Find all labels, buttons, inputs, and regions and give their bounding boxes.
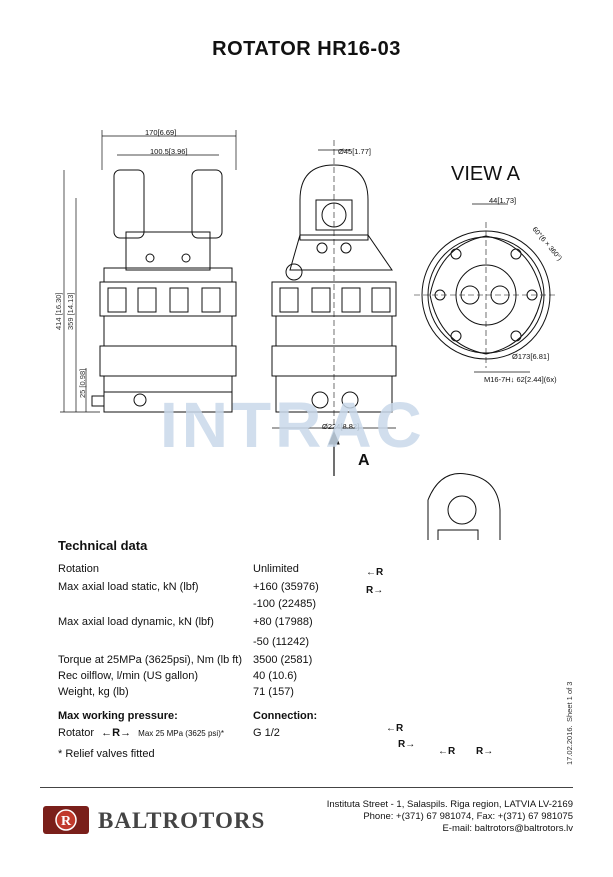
connection-value: G 1/2 [253, 727, 280, 739]
dim-height-total: 414 [16.30] [54, 292, 63, 330]
dim-thread: M16-7H↓ 62[2.44](6x) [484, 375, 557, 384]
svg-text:R: R [61, 814, 72, 829]
front-view [91, 169, 237, 413]
spec-value: +160 (35976) [253, 581, 319, 593]
spec-label: Rec oilflow, l/min (US gallon) [58, 670, 198, 682]
spec-value: -100 (22485) [253, 598, 316, 610]
iso-label-4: R→ [398, 739, 416, 750]
rotator-arrows: ←R→ [101, 727, 132, 739]
spec-value: +80 (17988) [253, 616, 313, 628]
connection-heading: Connection: [253, 710, 318, 722]
technical-drawing [60, 130, 558, 540]
spec-label: Weight, kg (lb) [58, 686, 129, 698]
baltrotors-logo-icon: R [43, 806, 89, 834]
dim-pin-dia: Ø45[1.77] [338, 147, 371, 156]
watermark: INTRAC [160, 389, 426, 461]
spec-label: Torque at 25MPa (3625psi), Nm (lb ft) [58, 654, 243, 666]
page-title: ROTATOR HR16-03 [212, 38, 401, 60]
dim-height-mid: 359 [14.13] [66, 292, 75, 330]
dim-body-dia: Ø224[8.82] [322, 422, 360, 431]
company-name: BALTROTORS [98, 808, 266, 833]
dim-view-offset: 44[1.73] [489, 196, 517, 205]
sheet-label: Sheet 1 of 3 [565, 681, 574, 722]
side-view [271, 140, 397, 440]
spec-label: Rotation [58, 563, 99, 575]
spec-value: Unlimited [253, 563, 299, 575]
spec-label: Max axial load dynamic, kN (lbf) [58, 616, 214, 628]
rotator-row: Rotator ←R→ Max 25 MPa (3625 psi)* [58, 727, 224, 739]
date-label: 17.02.2016. [565, 725, 574, 765]
arrow-a-label: A [358, 452, 370, 469]
iso-label-6: R→ [476, 746, 494, 757]
spec-value: -50 (11242) [253, 636, 310, 648]
dim-bolt-circle: Ø173[6.81] [512, 352, 550, 361]
pressure-heading: Max working pressure: [58, 710, 178, 722]
iso-label-3: ←R [386, 723, 404, 734]
spec-value: 40 (10.6) [253, 670, 298, 682]
iso-label-2: R→ [366, 585, 384, 596]
dim-base: 25 [0.98] [78, 368, 87, 398]
footer-divider [40, 787, 573, 788]
iso-view [427, 473, 501, 540]
iso-label-1: ←R [366, 567, 384, 578]
spec-value: 3500 (2581) [253, 654, 313, 666]
company-email: E-mail: baltrotors@baltrotors.lv [442, 823, 573, 834]
iso-label-5: ←R [438, 746, 456, 757]
company-address: Instituta Street - 1, Salaspils. Riga re… [326, 799, 573, 810]
relief-note: * Relief valves fitted [58, 748, 155, 760]
dim-inner-width: 100.5[3.96] [150, 147, 188, 156]
view-a [414, 203, 558, 373]
tech-data-title: Technical data [58, 538, 148, 553]
spec-value: 71 (157) [253, 686, 294, 698]
view-a-label: VIEW A [451, 163, 520, 185]
rotator-label: Rotator [58, 727, 95, 739]
spec-label: Max axial load static, kN (lbf) [58, 581, 199, 593]
max-pressure: Max 25 MPa (3625 psi)* [138, 729, 224, 738]
arrow-a [328, 430, 340, 476]
company-phone: Phone: +(371) 67 981074, Fax: +(371) 67 … [363, 811, 573, 822]
dim-top-width: 170[6.69] [145, 128, 177, 137]
